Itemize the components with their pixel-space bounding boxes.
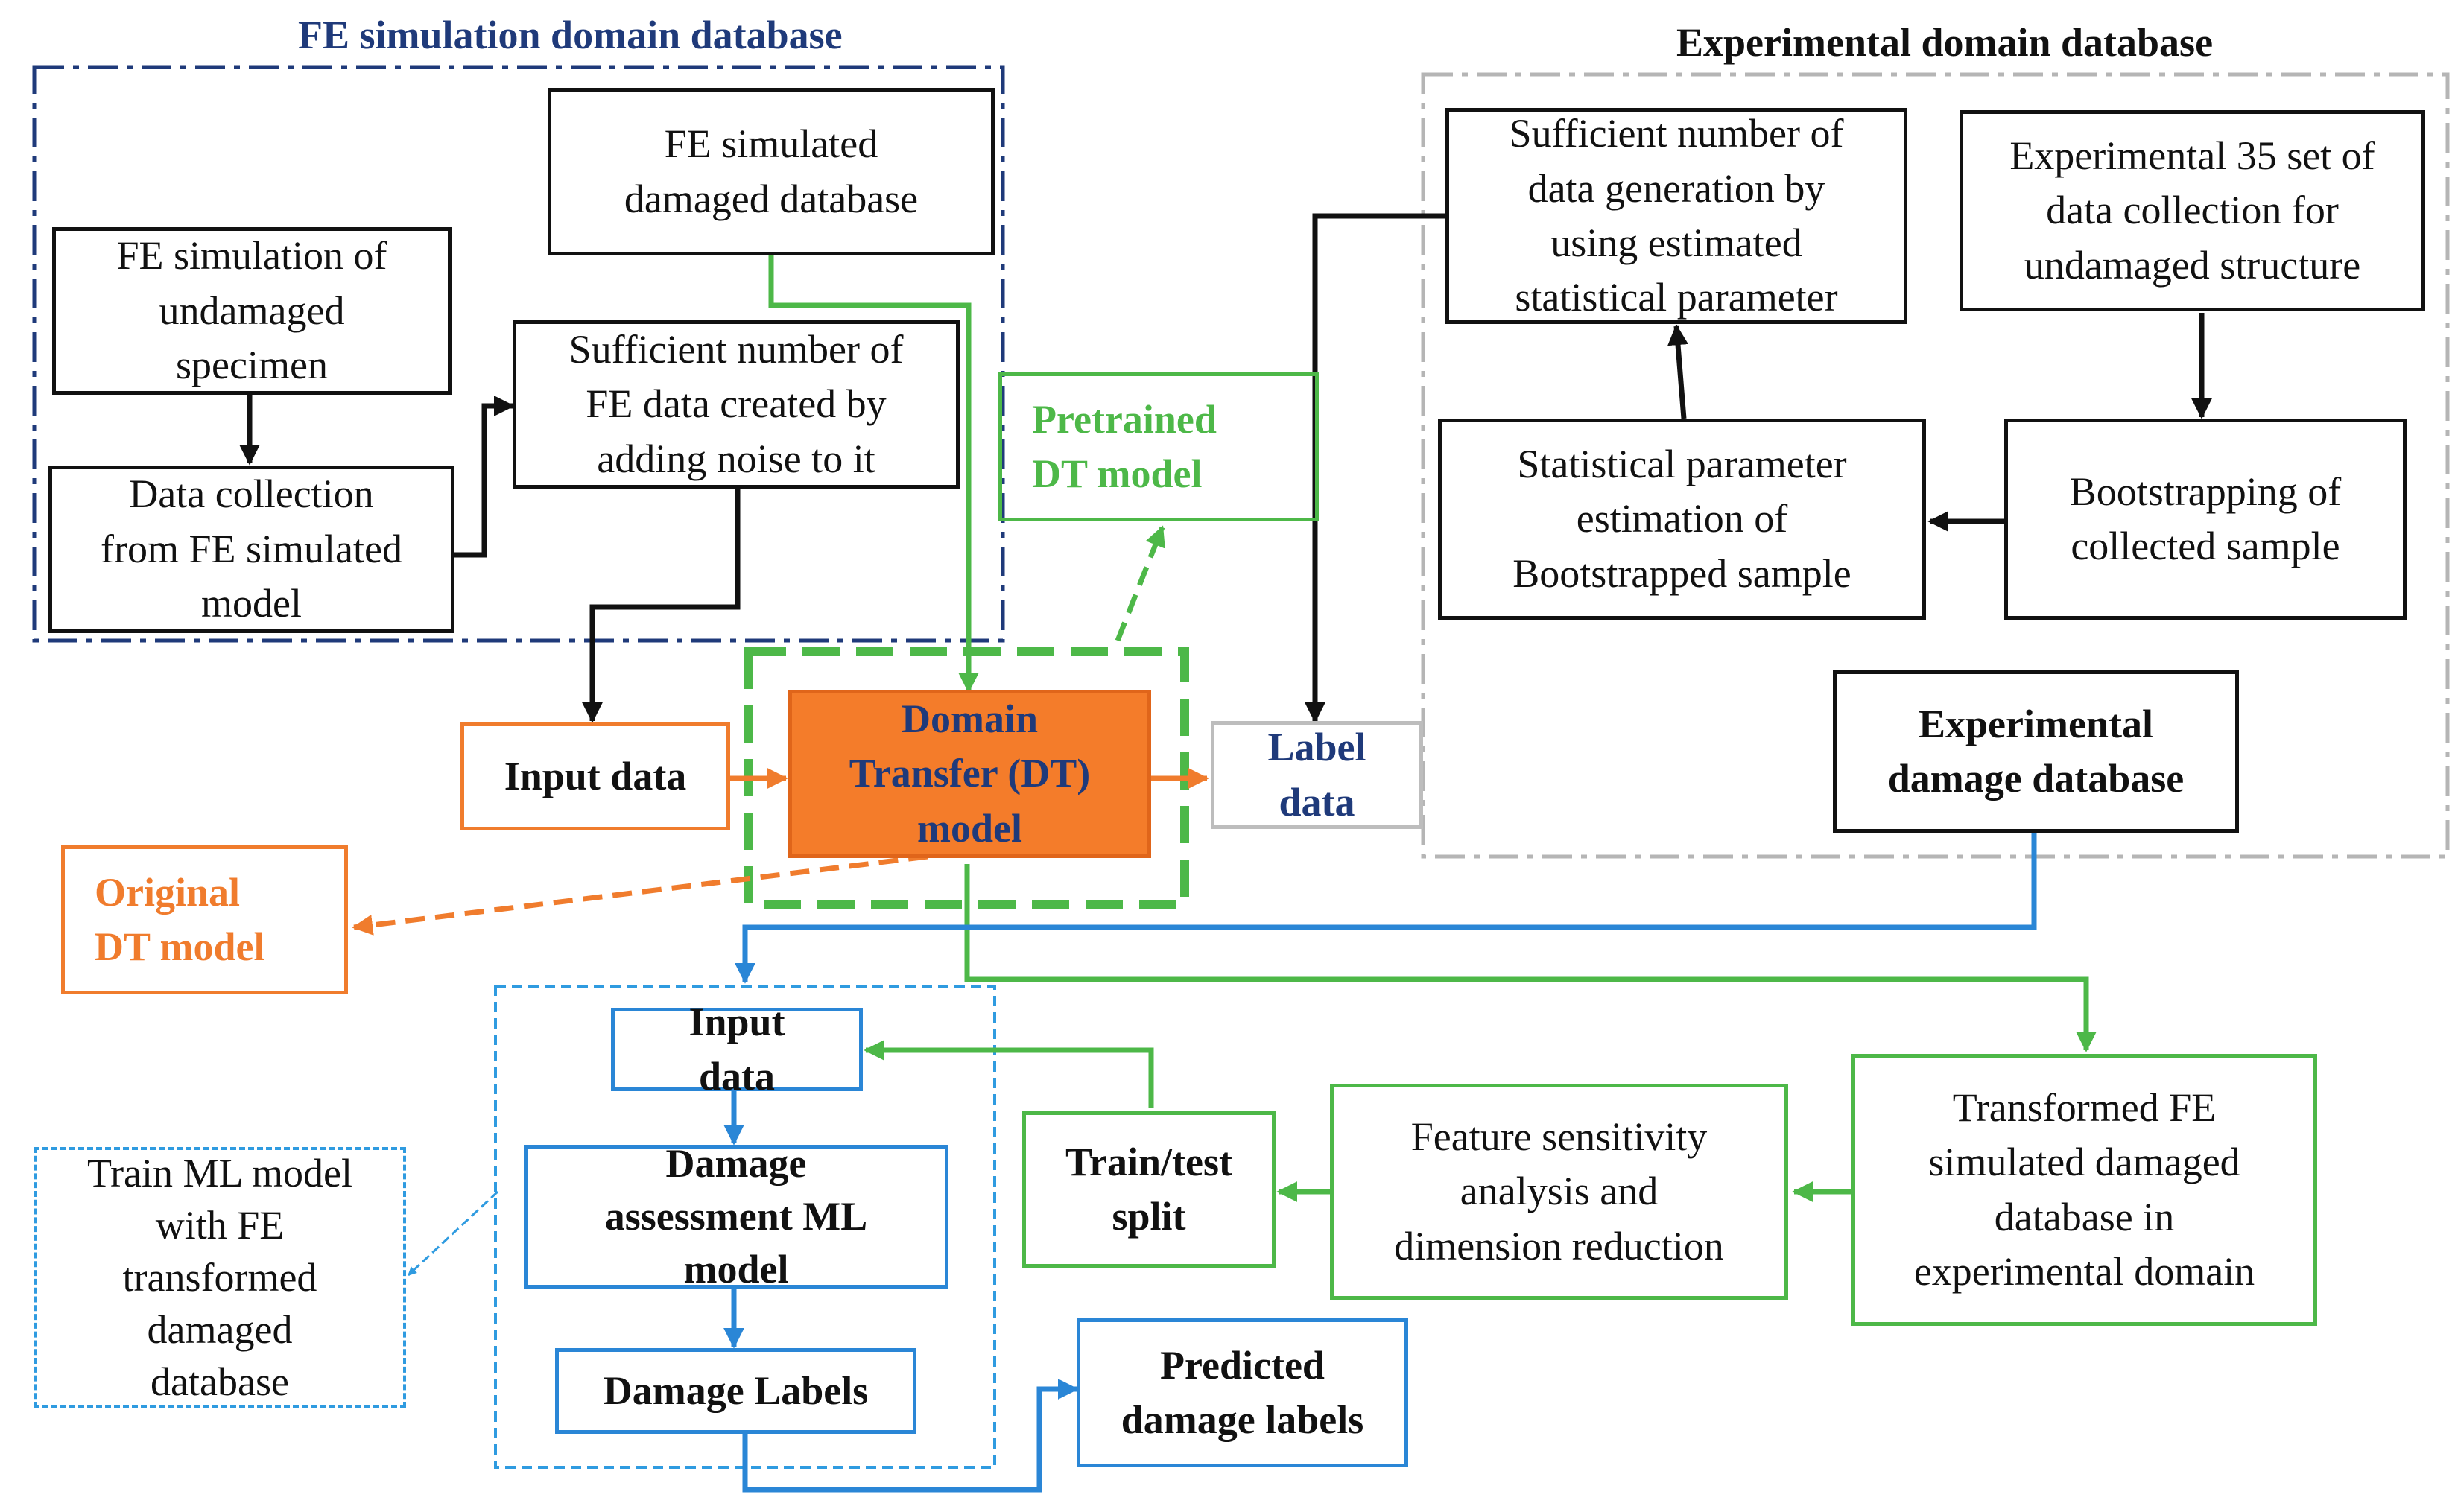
exp-35-set-label: Experimental 35 set of data collection f… (2009, 133, 2375, 288)
sufficient-exp-data-label: Sufficient number of data generation by … (1509, 111, 1844, 320)
damage-assessment-ml-label: Damage assessment ML model (604, 1140, 868, 1292)
arrow-sufficient-to-input (582, 489, 741, 723)
exp-domain-group-border (1421, 72, 2450, 859)
input-data-box: Input data (460, 722, 730, 830)
transformed-fe-database-box: Transformed FE simulated damaged databas… (1851, 1054, 2317, 1326)
predicted-damage-labels-box: Predicted damage labels (1077, 1318, 1408, 1467)
arrow-fe-db-to-dt (768, 255, 979, 693)
train-ml-model-label: Train ML model with FE transformed damag… (86, 1150, 352, 1405)
arrow-collection-to-sufficient (454, 396, 515, 558)
statistical-parameter-label: Statistical parameter estimation of Boot… (1512, 441, 1851, 596)
exp-domain-title: Experimental domain database (1676, 20, 2214, 65)
damage-labels-box: Damage Labels (555, 1348, 916, 1434)
arrow-ml-group-to-train-ml (407, 1190, 499, 1277)
damage-assessment-ml-box: Damage assessment ML model (524, 1141, 948, 1292)
feature-sensitivity-label: Feature sensitivity analysis and dimensi… (1394, 1114, 1724, 1268)
damage-labels-label: Damage Labels (603, 1368, 869, 1413)
feature-sensitivity-box: Feature sensitivity analysis and dimensi… (1330, 1084, 1788, 1300)
statistical-parameter-box: Statistical parameter estimation of Boot… (1438, 419, 1926, 620)
input-data-label: Input data (504, 753, 687, 798)
experimental-damage-database-label: Experimental damage database (1887, 701, 2185, 801)
ml-input-data-label: Input data (688, 1000, 785, 1099)
bootstrapping-box: Bootstrapping of collected sample (2004, 419, 2407, 620)
transformed-fe-database-label: Transformed FE simulated damaged databas… (1913, 1084, 2255, 1294)
train-test-split-label: Train/test split (1065, 1139, 1232, 1239)
label-data-box: Label data (1211, 721, 1423, 829)
bootstrapping-label: Bootstrapping of collected sample (2069, 468, 2342, 568)
arrow-stat-to-sufficient (1667, 324, 1688, 419)
pretrained-dt-model-label: Pretrained DT model (1032, 396, 1217, 496)
fe-domain-title: FE simulation domain database (298, 13, 843, 57)
experimental-damage-database-box: Experimental damage database (1833, 670, 2239, 833)
original-dt-model-label: Original DT model (95, 869, 265, 969)
arrow-dt-to-original (352, 854, 928, 936)
ml-input-data-box: Input data (611, 1000, 863, 1099)
arrow-labels-to-predicted (742, 1379, 1079, 1493)
sufficient-exp-data-box: Sufficient number of data generation by … (1445, 108, 1907, 324)
fe-simulation-undamaged-box: FE simulation of undamaged specimen (52, 227, 452, 395)
exp-35-set-box: Experimental 35 set of data collection f… (1960, 110, 2425, 311)
domain-transfer-model-box: Domain Transfer (DT) model (788, 690, 1151, 858)
data-collection-fe-box: Data collection from FE simulated model (48, 466, 454, 633)
arrow-dt-to-pretrained (1115, 525, 1165, 642)
fe-damaged-database-label: FE simulated damaged database (624, 121, 919, 221)
fe-domain-group-border (32, 65, 1005, 643)
pretrained-dt-model-box: Pretrained DT model (998, 372, 1319, 521)
data-collection-fe-label: Data collection from FE simulated model (101, 471, 402, 626)
arrow-expdb-to-ml (735, 833, 2037, 984)
train-ml-model-box: Train ML model with FE transformed damag… (34, 1147, 406, 1408)
domain-transfer-model-label: Domain Transfer (DT) model (849, 696, 1091, 851)
label-data-label: Label data (1267, 725, 1366, 825)
train-test-split-box: Train/test split (1022, 1111, 1276, 1268)
arrow-split-to-input (864, 1040, 1154, 1108)
sufficient-fe-data-label: Sufficient number of FE data created by … (568, 326, 904, 481)
fe-simulation-undamaged-label: FE simulation of undamaged specimen (116, 233, 387, 388)
arrow-dt-to-transformed (964, 864, 2097, 1052)
fe-damaged-database-box: FE simulated damaged database (548, 88, 995, 255)
predicted-damage-labels-label: Predicted damage labels (1121, 1342, 1364, 1442)
sufficient-fe-data-box: Sufficient number of FE data created by … (513, 320, 960, 489)
original-dt-model-box: Original DT model (61, 845, 348, 994)
arrow-exp-to-label (1305, 213, 1445, 723)
